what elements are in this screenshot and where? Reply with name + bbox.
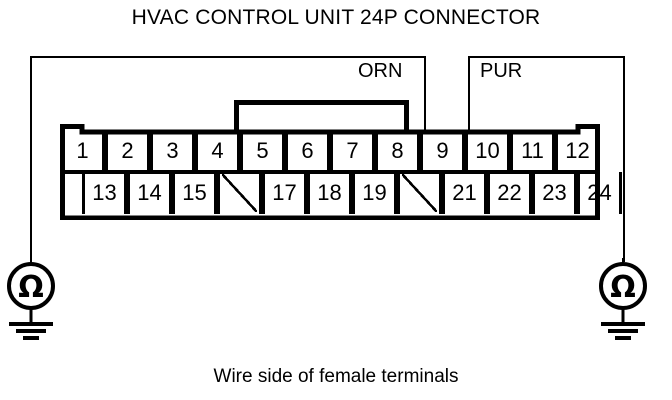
connector-outline	[60, 124, 600, 220]
pin-number: 15	[182, 180, 207, 205]
pin-number: 10	[475, 138, 500, 163]
pin-cell-8[interactable]: 8	[375, 130, 420, 172]
pin-cell-15[interactable]: 15	[172, 172, 217, 214]
wire-label-orn: ORN	[358, 60, 403, 82]
ohmmeter-right[interactable]: Ω	[592, 258, 654, 344]
pin-cell-20-blank[interactable]	[397, 172, 442, 214]
pin-number: 24	[587, 180, 612, 205]
pin-cell-4[interactable]: 4	[195, 130, 240, 172]
pin-number: 8	[391, 138, 404, 163]
pin-row-top: 1 2 3 4 5 6 7 8 9 10 11 12	[60, 130, 600, 172]
pin-number: 17	[272, 180, 297, 205]
pin-number: 12	[565, 138, 590, 163]
orn-lead-drop-to-pin9	[424, 56, 426, 132]
pin-number: 5	[256, 138, 269, 163]
pin-cell-16-blank[interactable]	[217, 172, 262, 214]
pin-cell-24[interactable]: 24	[577, 172, 622, 214]
pin-number: 3	[166, 138, 179, 163]
pin-cell-10[interactable]: 10	[465, 130, 510, 172]
pin-number: 21	[452, 180, 477, 205]
pin-number: 6	[301, 138, 314, 163]
orn-lead-horizontal	[30, 56, 426, 58]
wire-label-pur: PUR	[480, 60, 523, 82]
pin-cell-13[interactable]: 13	[82, 172, 127, 214]
connector-body: 1 2 3 4 5 6 7 8 9 10 11 12 13 14 15 17 1…	[60, 124, 622, 220]
orn-lead-left-vertical	[30, 56, 32, 262]
pin-number: 7	[346, 138, 359, 163]
ohm-symbol: Ω	[18, 270, 44, 305]
pin-cell-5[interactable]: 5	[240, 130, 285, 172]
pin-cell-19[interactable]: 19	[352, 172, 397, 214]
pin-cell-17[interactable]: 17	[262, 172, 307, 214]
pin-cell-22[interactable]: 22	[487, 172, 532, 214]
pin-number: 13	[92, 180, 117, 205]
pin-number: 1	[76, 138, 89, 163]
ohm-symbol: Ω	[610, 270, 636, 305]
ohmmeter-left[interactable]: Ω	[0, 258, 62, 344]
pin-number: 9	[436, 138, 449, 163]
pin-number: 2	[121, 138, 134, 163]
jumper-bridge-left-leg	[234, 100, 239, 130]
pin-cell-14[interactable]: 14	[127, 172, 172, 214]
pin-cell-23[interactable]: 23	[532, 172, 577, 214]
pin-cell-11[interactable]: 11	[510, 130, 555, 172]
pin-number: 19	[362, 180, 387, 205]
pin-cell-7[interactable]: 7	[330, 130, 375, 172]
pin-number: 23	[542, 180, 567, 205]
pin-cell-21[interactable]: 21	[442, 172, 487, 214]
figure-caption: Wire side of female terminals	[213, 366, 459, 387]
pin-cell-12[interactable]: 12	[555, 130, 600, 172]
pin-number: 11	[521, 138, 544, 163]
pin-cell-1[interactable]: 1	[60, 130, 105, 172]
pin-cell-9[interactable]: 9	[420, 130, 465, 172]
pin-cell-18[interactable]: 18	[307, 172, 352, 214]
pur-lead-drop-to-pin10	[468, 56, 470, 132]
jumper-bridge-horizontal	[234, 100, 409, 105]
pur-lead-horizontal	[468, 56, 625, 58]
pin-number: 18	[317, 180, 342, 205]
pin-number: 22	[497, 180, 522, 205]
pur-lead-right-vertical	[623, 56, 625, 262]
pin-number: 4	[211, 138, 224, 163]
pin-cell-6[interactable]: 6	[285, 130, 330, 172]
pin-cell-2[interactable]: 2	[105, 130, 150, 172]
pin-cell-3[interactable]: 3	[150, 130, 195, 172]
jumper-bridge-right-leg	[404, 100, 409, 130]
pin-number: 14	[137, 180, 162, 205]
pin-row-bottom: 13 14 15 17 18 19 21 22 23 24	[60, 172, 622, 214]
page-title: HVAC CONTROL UNIT 24P CONNECTOR	[131, 6, 541, 29]
